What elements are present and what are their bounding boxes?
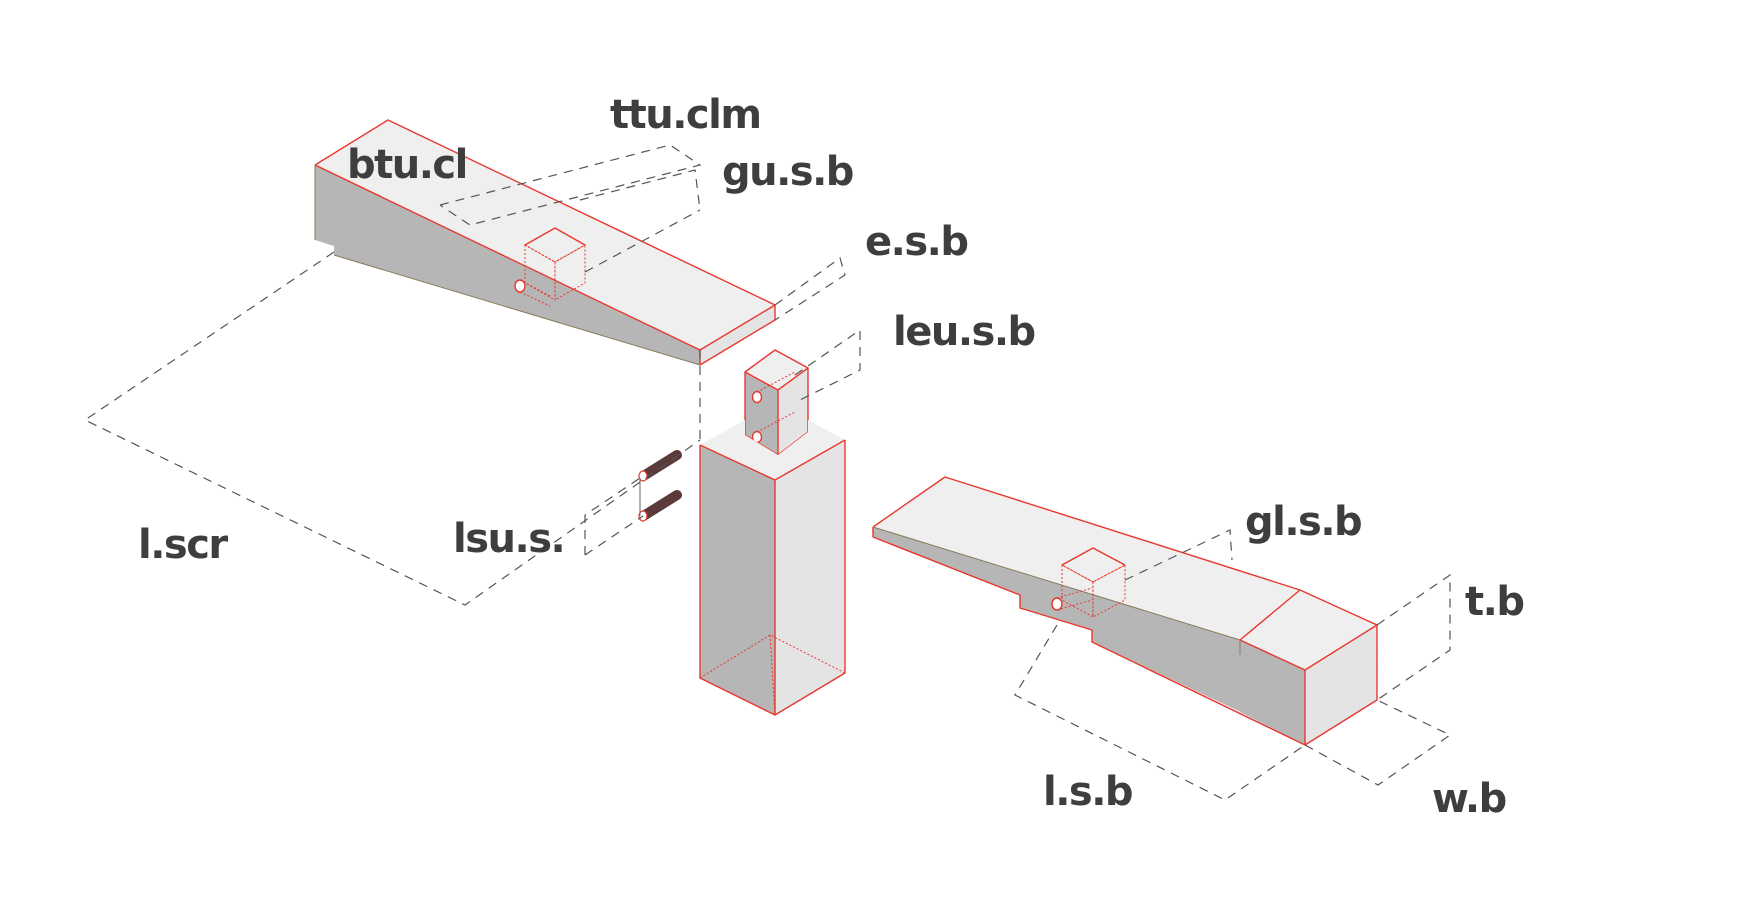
label-l-scr: l.scr	[138, 522, 228, 568]
label-ttu-clm: ttu.clm	[610, 92, 761, 138]
tenon-hole-upper-icon	[751, 390, 763, 404]
lower-beam	[872, 476, 1378, 746]
label-lsu-s: lsu.s.	[453, 516, 564, 562]
label-t-b: t.b	[1465, 579, 1523, 625]
label-gl-s-b: gl.s.b	[1245, 499, 1361, 545]
lower-peg-hole-icon	[1051, 597, 1063, 611]
upper-beam-mortise	[523, 227, 587, 301]
label-w-b: w.b	[1432, 776, 1506, 822]
peg-hole-icon	[514, 279, 526, 293]
lower-beam-mortise	[1060, 547, 1127, 618]
label-e-s-b: e.s.b	[865, 219, 967, 265]
dimension-lines	[83, 144, 1452, 801]
post	[699, 349, 846, 716]
label-gu-s-b: gu.s.b	[722, 149, 853, 195]
label-l-s-b: l.s.b	[1043, 769, 1132, 815]
upper-beam	[314, 119, 776, 366]
label-btu-cl: btu.cl	[347, 142, 467, 188]
labels: ttu.clm btu.cl gu.s.b e.s.b leu.s.b l.sc…	[138, 92, 1525, 822]
pegs	[638, 450, 682, 522]
label-leu-s-b: leu.s.b	[893, 309, 1035, 355]
